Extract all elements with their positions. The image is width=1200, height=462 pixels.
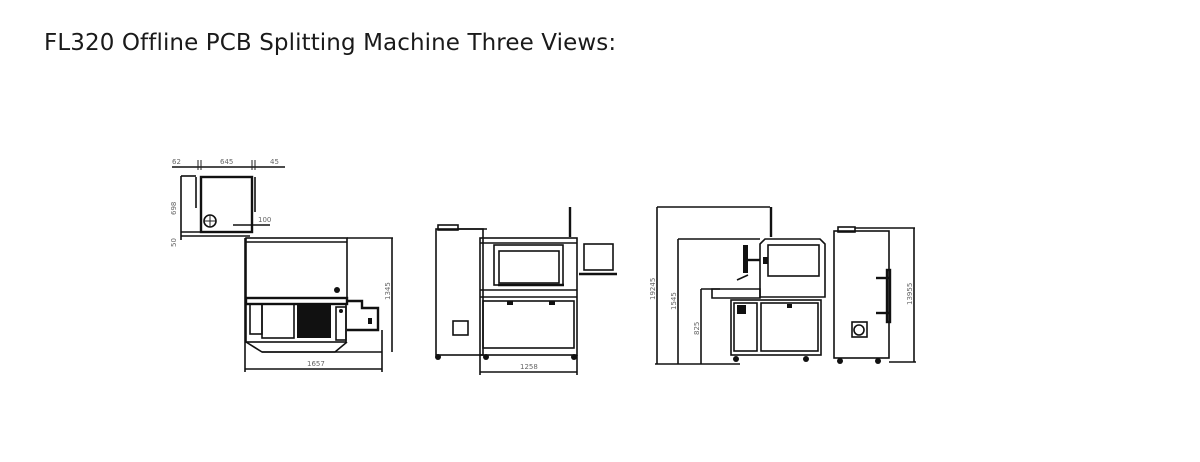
dim-62: 62 [172,158,181,166]
dim-698: 698 [170,202,178,215]
front-view: 1258 [435,207,617,375]
dim-1657: 1657 [307,360,325,368]
dim-825: 825 [693,322,701,335]
page-title: FL320 Offline PCB Splitting Machine Thre… [44,30,617,56]
dim-50: 50 [170,238,178,247]
dim-13955: 13955 [906,283,914,305]
dim-1545: 1545 [670,292,678,310]
dim-645: 645 [220,158,233,166]
dim-1258: 1258 [520,363,538,371]
dim-19245: 19245 [649,278,657,300]
dim-1345: 1345 [384,282,392,300]
rear-view: 13955 [833,226,916,364]
side-view: 19245 1545 825 [649,206,826,365]
top-view: 62 645 45 100 698 50 [170,158,285,247]
dim-45: 45 [270,158,279,166]
front-left-view: 1345 1657 [244,237,393,372]
dim-100: 100 [258,216,271,224]
